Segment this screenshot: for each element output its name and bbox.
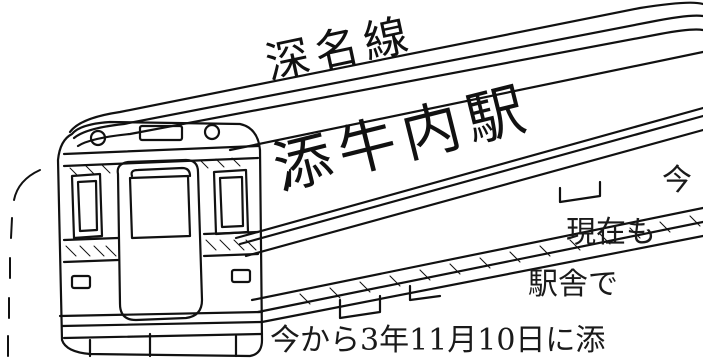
side-text-line-4: 今から3年11月10日に添 — [270, 323, 606, 358]
destination-band — [228, 50, 703, 240]
train-side-body — [238, 114, 703, 324]
train-front — [56, 120, 264, 358]
dashed-border-line — [7, 169, 41, 357]
train-roof — [68, 1, 703, 148]
side-text-line-2: 現在も — [566, 215, 656, 250]
side-text-line-1: 今 — [662, 163, 692, 198]
side-text-line-3: 駅舎で — [528, 267, 618, 302]
